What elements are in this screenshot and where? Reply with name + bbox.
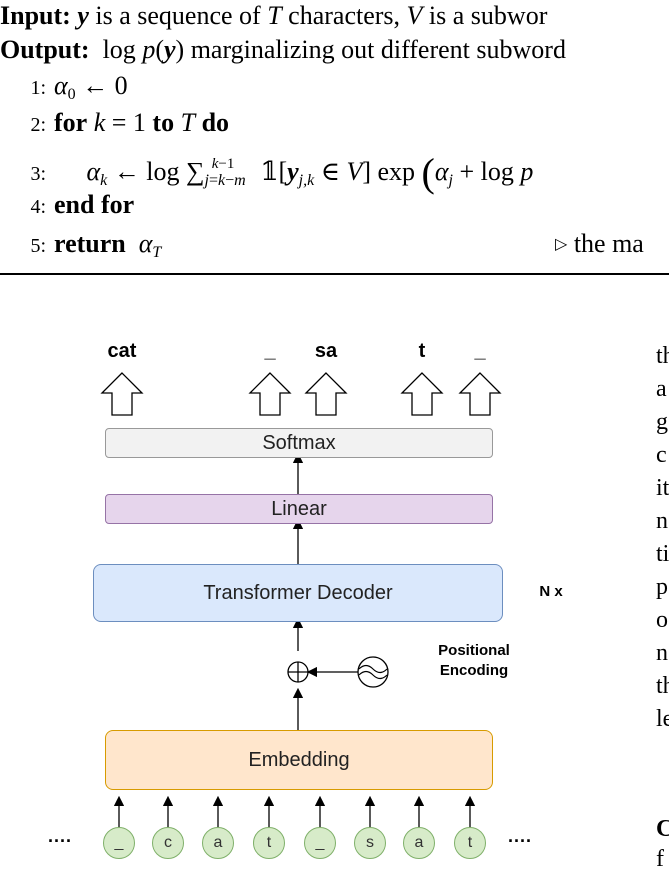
output-arrow-icon (304, 372, 348, 416)
ellipsis-right: .... (508, 826, 533, 846)
output-arrow-icon (248, 372, 292, 416)
algorithm-line-3: 3: αk ← log ∑j=k−mk−1 𝟙[yj,k ∈ V] exp (α… (30, 150, 534, 195)
embedding-box: Embedding (105, 730, 493, 790)
algorithm-output-line: Output: log p(y) marginalizing out diffe… (0, 35, 566, 64)
input-token: _ (103, 827, 135, 859)
output-arrows (100, 372, 502, 416)
transformer-decoder-box: Transformer Decoder (93, 564, 503, 622)
output-token-label: sa (314, 340, 338, 362)
input-text-a: is a sequence of (95, 1, 261, 30)
algorithm-line-4: 4:end for (30, 190, 135, 219)
sine-wave-icon (357, 656, 389, 688)
algorithm-line-5: 5:return αT (30, 229, 162, 261)
algorithm-bottom-rule (0, 273, 669, 275)
input-label: Input: (0, 1, 71, 30)
output-arrow-icon (400, 372, 444, 416)
softmax-box: Softmax (105, 428, 493, 458)
input-token: a (403, 827, 435, 859)
input-token: _ (304, 827, 336, 859)
algorithm-comment: ▷ the ma (555, 229, 644, 258)
input-token: c (152, 827, 184, 859)
model-diagram: cat _ sa t _ Softmax Linear Transformer … (0, 280, 600, 865)
output-label: Output: (0, 35, 90, 64)
output-token-label: cat (107, 340, 137, 362)
algorithm-input-line: Input: y is a sequence of T characters, … (0, 1, 548, 30)
linear-box: Linear (105, 494, 493, 524)
output-token-label: t (418, 340, 426, 362)
algorithm-line-2: 2:for k = 1 to T do (30, 108, 230, 137)
input-text-b: characters, (288, 1, 401, 30)
diagram-connectors (100, 372, 502, 827)
positional-encoding-label: Positional Encoding (438, 642, 510, 679)
output-token-label: _ (264, 340, 276, 362)
layer-count-label: N x (539, 583, 563, 600)
output-arrow-icon (458, 372, 502, 416)
input-token: t (253, 827, 285, 859)
output-token-label: _ (474, 340, 486, 362)
output-arrow-icon (100, 372, 144, 416)
input-text-c: is a subwor (428, 1, 548, 30)
input-token: a (202, 827, 234, 859)
input-token: t (454, 827, 486, 859)
algorithm-line-1: 1:α0 ← 0 (30, 71, 128, 103)
input-token: s (354, 827, 386, 859)
output-text: marginalizing out different subword (190, 35, 566, 64)
ellipsis-left: .... (48, 826, 73, 846)
